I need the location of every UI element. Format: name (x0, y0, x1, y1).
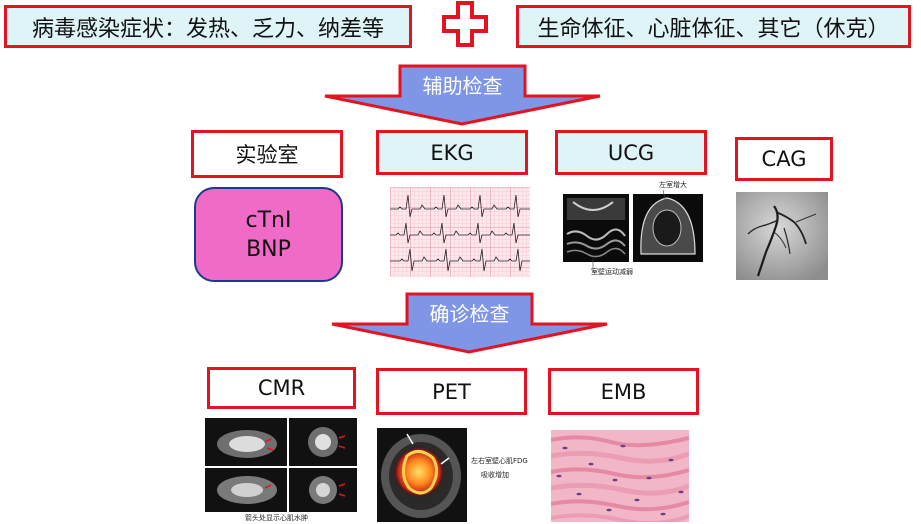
cmr-caption: 箭头处显示心肌水肿 (245, 514, 308, 522)
ucg-caption-bottom: 室壁运动减弱 (591, 268, 633, 276)
symptoms-box: 病毒感染症状：发热、乏力、纳差等 (4, 5, 412, 48)
ucg-box: UCG (555, 130, 707, 175)
pet-label: PET (432, 379, 471, 404)
auxiliary-label: 辅助检查 (422, 73, 503, 98)
signs-box: 生命体征、心脏体征、其它（休克） (516, 5, 911, 48)
cmr-image: 箭头处显示心肌水肿 (205, 418, 357, 522)
cmr-label: CMR (257, 376, 306, 400)
emb-label: EMB (600, 379, 647, 404)
cag-label: CAG (761, 147, 807, 171)
plus-icon (442, 1, 488, 47)
pet-image: 左右室壁心肌FDG 吸收增加 (377, 428, 540, 522)
signs-text: 生命体征、心脏体征、其它（休克） (537, 16, 890, 42)
diagnostic-arrow (331, 292, 608, 354)
ekg-image (390, 187, 530, 277)
symptoms-text: 病毒感染症状：发热、乏力、纳差等 (31, 16, 384, 42)
pet-caption-2: 吸收增加 (481, 471, 509, 479)
emb-box: EMB (548, 368, 699, 415)
cmr-box: CMR (207, 367, 356, 409)
pet-caption-1: 左右室壁心肌FDG (471, 457, 528, 465)
auxiliary-arrow (324, 64, 601, 126)
ucg-caption-top: 左室增大 (659, 181, 687, 189)
cag-box: CAG (735, 137, 833, 181)
diagnostic-label: 确诊检查 (429, 301, 510, 326)
lab-markers-box: cTnI BNP (194, 187, 343, 282)
marker-ctni: cTnI (245, 207, 292, 233)
cag-image (736, 192, 828, 280)
marker-bnp: BNP (246, 236, 291, 262)
ekg-box: EKG (376, 130, 528, 175)
lab-label: 实验室 (235, 143, 299, 167)
pet-box: PET (376, 368, 527, 415)
ucg-image: 左室增大 室壁运动减弱 (563, 178, 703, 278)
ekg-label: EKG (430, 140, 474, 165)
lab-box: 实验室 (191, 130, 343, 178)
emb-image (551, 430, 689, 522)
ucg-label: UCG (607, 140, 655, 165)
